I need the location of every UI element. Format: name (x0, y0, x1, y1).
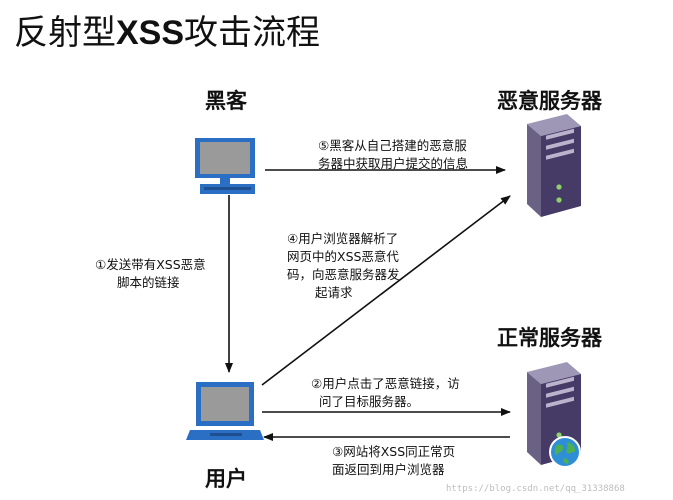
laptop-icon (186, 382, 264, 440)
server-icon (527, 114, 581, 217)
step3-text: ③网站将XSS同正常页 面返回到用户浏览器 (332, 443, 455, 479)
step4-line: 网页中的XSS恶意代 (287, 249, 399, 264)
globe-icon (549, 436, 581, 468)
title-xss: XSS (116, 14, 185, 52)
step2-line: ②用户点击了恶意链接，访 (311, 376, 460, 391)
malicious-server-label: 恶意服务器 (497, 89, 602, 113)
arrow-step4 (261, 195, 511, 386)
normal-server-label: 正常服务器 (497, 326, 602, 350)
step2-line: 问了目标服务器。 (319, 394, 420, 409)
user-label: 用户 (205, 467, 247, 491)
step1-line: ①发送带有XSS恶意 (95, 257, 206, 272)
page-title: 反射型XSS攻击流程 (14, 12, 320, 54)
step1-line: 脚本的链接 (117, 275, 180, 290)
step3-line: 面返回到用户浏览器 (332, 462, 445, 477)
title-prefix: 反射型 (14, 13, 116, 53)
watermark: https://blog.csdn.net/qq_31338868 (446, 484, 625, 494)
desktop-computer-icon (195, 138, 255, 194)
hacker-label: 黑客 (205, 89, 247, 113)
step5-line: ⑤黑客从自己搭建的恶意服 (318, 138, 467, 153)
step4-line: ④用户浏览器解析了 (287, 231, 399, 246)
step4-line: 起请求 (315, 285, 353, 300)
step4-text: ④用户浏览器解析了 网页中的XSS恶意代 码，向恶意服务器发 起请求 (287, 230, 400, 302)
step2-text: ②用户点击了恶意链接，访 问了目标服务器。 (311, 375, 460, 411)
step4-line: 码，向恶意服务器发 (287, 267, 400, 282)
step5-text: ⑤黑客从自己搭建的恶意服 务器中获取用户提交的信息 (318, 137, 468, 173)
step1-text: ①发送带有XSS恶意 脚本的链接 (95, 256, 206, 292)
step5-line: 务器中获取用户提交的信息 (318, 156, 469, 171)
step3-line: ③网站将XSS同正常页 (332, 444, 456, 459)
title-suffix: 攻击流程 (184, 13, 321, 53)
